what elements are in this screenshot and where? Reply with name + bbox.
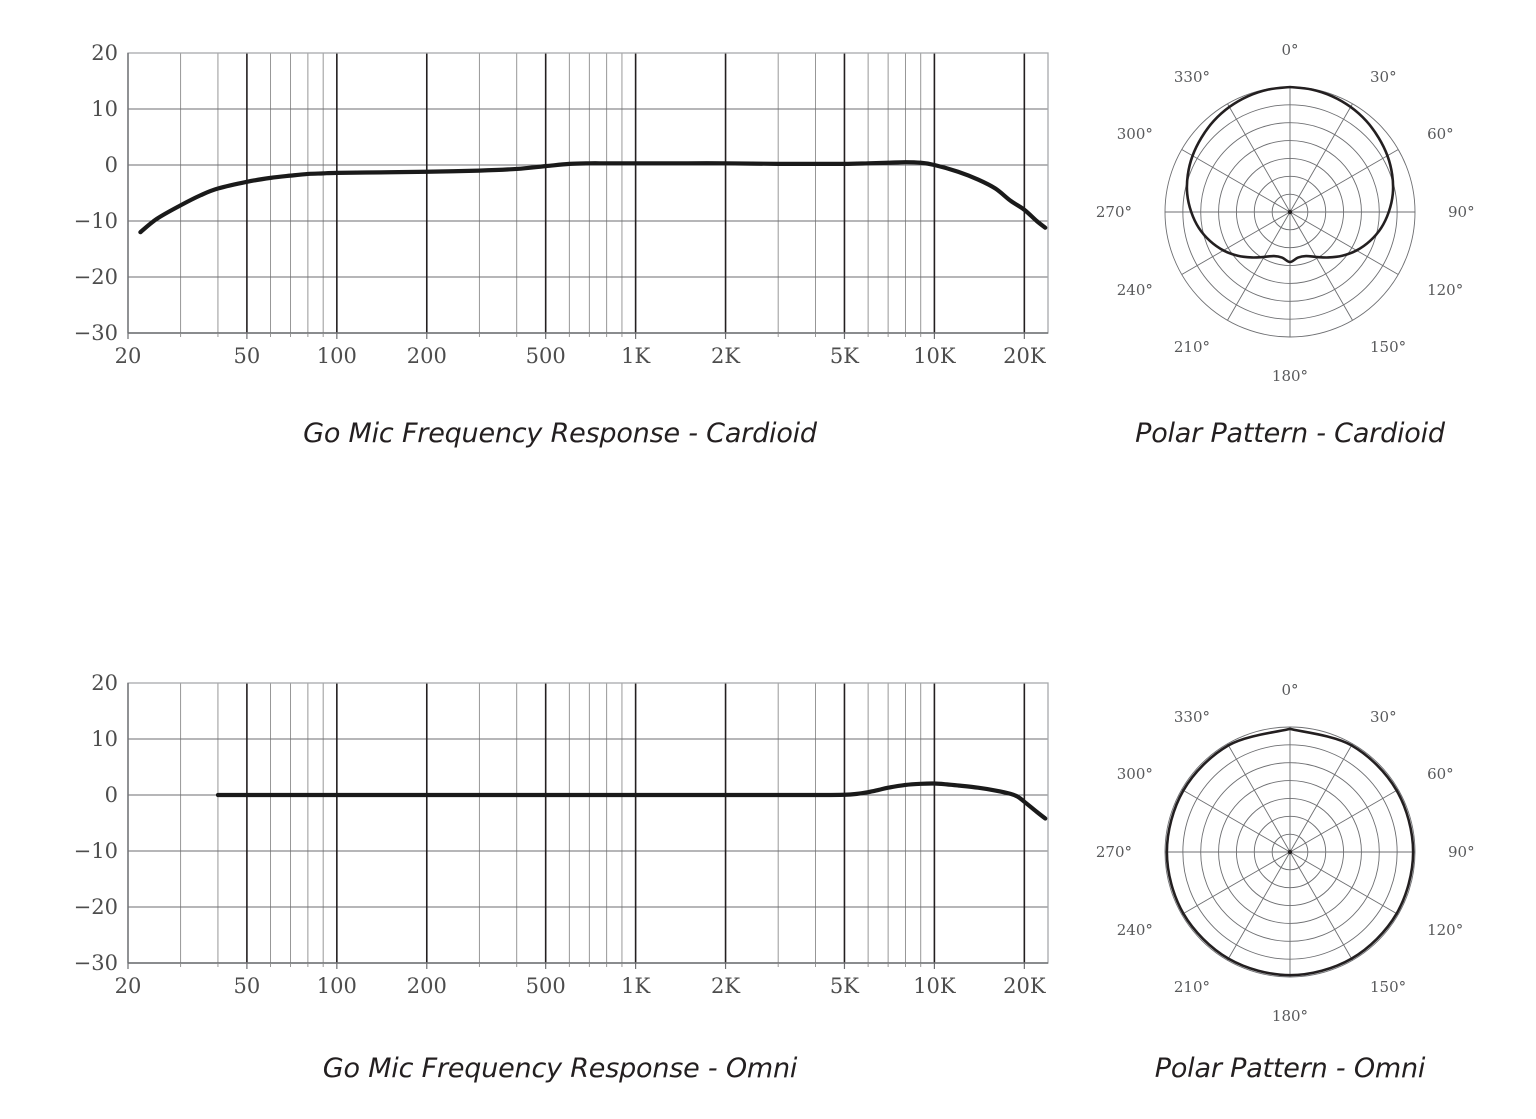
- x-axis-tick-label: 20K: [1003, 974, 1046, 998]
- polar-angle-label: 300°: [1117, 765, 1153, 783]
- polar-angle-label: 60°: [1427, 765, 1454, 783]
- y-axis-tick-label: 10: [91, 727, 118, 751]
- polar-angle-label: 120°: [1427, 281, 1463, 299]
- y-axis-tick-label: 10: [91, 97, 118, 121]
- y-axis-tick-label: −10: [74, 839, 118, 863]
- caption-frequency-response-cardioid: Go Mic Frequency Response - Cardioid: [303, 418, 817, 449]
- y-axis-tick-label: 20: [91, 41, 118, 65]
- polar-grid-spoke: [1289, 103, 1353, 213]
- polar-grid-spoke: [1289, 789, 1399, 853]
- polar-pattern-plot-cardioid: 0° 30° 60° 90° 120° 150° 180° 210° 240° 270° 300° 3…: [1096, 41, 1475, 385]
- polar-angle-label: 0°: [1281, 681, 1298, 699]
- polar-grid-spoke: [1289, 211, 1399, 275]
- polar-response-curve: [1165, 727, 1415, 977]
- polar-angle-label: 270°: [1096, 843, 1132, 861]
- x-axis-tick-label: 200: [407, 344, 447, 368]
- polar-angle-label: 210°: [1174, 338, 1210, 356]
- polar-angle-label: 120°: [1427, 921, 1463, 939]
- y-axis-tick-label: 20: [91, 671, 118, 695]
- polar-grid-spoke: [1181, 851, 1291, 915]
- polar-angle-label: 300°: [1117, 125, 1153, 143]
- plot-border: [127, 52, 1049, 334]
- x-axis-tick-label: 2K: [711, 974, 740, 998]
- x-axis-tick-label: 50: [234, 344, 261, 368]
- polar-angle-label: 330°: [1174, 708, 1210, 726]
- caption-polar-pattern-cardioid: Polar Pattern - Cardioid: [1135, 418, 1445, 449]
- polar-angle-label: 0°: [1281, 41, 1298, 59]
- polar-grid-spoke: [1181, 211, 1291, 275]
- polar-grid-spoke: [1289, 211, 1353, 321]
- x-axis-tick-label: 500: [526, 974, 566, 998]
- polar-pattern-chart-omni: 0° 30° 60° 90° 120° 150° 180° 210° 240° 270° 300° 3…: [1090, 660, 1490, 1060]
- x-axis-tick-label: 20: [115, 344, 142, 368]
- polar-grid-spoke: [1181, 789, 1291, 853]
- x-axis-tick-label: 5K: [830, 974, 859, 998]
- polar-grid-spoke: [1227, 851, 1291, 961]
- polar-angle-label: 30°: [1370, 68, 1397, 86]
- polar-angle-label: 270°: [1096, 203, 1132, 221]
- y-axis-tick-label: −30: [74, 321, 118, 345]
- polar-response-curve: [1185, 85, 1395, 264]
- x-axis-tick-label: 500: [526, 344, 566, 368]
- polar-center-point: [1287, 209, 1293, 215]
- x-axis-tick-label: 2K: [711, 344, 740, 368]
- polar-grid-spoke: [1181, 149, 1291, 213]
- polar-grid-spoke: [1289, 851, 1353, 961]
- x-axis-tick-label: 200: [407, 974, 447, 998]
- polar-angle-label: 210°: [1174, 978, 1210, 996]
- polar-pattern-plot-omni: 0° 30° 60° 90° 120° 150° 180° 210° 240° 270° 300° 3…: [1096, 681, 1475, 1025]
- polar-angle-label: 150°: [1370, 338, 1406, 356]
- polar-center-point: [1287, 849, 1293, 855]
- x-axis-tick-label: 20: [115, 974, 142, 998]
- x-axis-tick-label: 10K: [913, 344, 956, 368]
- x-axis-tick-label: 100: [317, 974, 357, 998]
- polar-angle-label: 240°: [1117, 281, 1153, 299]
- caption-frequency-response-omni: Go Mic Frequency Response - Omni: [322, 1053, 798, 1084]
- polar-angle-label: 150°: [1370, 978, 1406, 996]
- polar-angle-label: 60°: [1427, 125, 1454, 143]
- y-axis-tick-label: −30: [74, 951, 118, 975]
- x-axis-tick-label: 10K: [913, 974, 956, 998]
- plot-border: [127, 682, 1049, 964]
- polar-angle-label: 240°: [1117, 921, 1153, 939]
- polar-grid-spoke: [1227, 743, 1291, 853]
- polar-pattern-chart-cardioid: 0° 30° 60° 90° 120° 150° 180° 210° 240° 270° 300° 3…: [1090, 20, 1490, 420]
- x-axis-tick-label: 100: [317, 344, 357, 368]
- polar-angle-label: 180°: [1272, 1007, 1308, 1025]
- y-axis-tick-label: 0: [105, 153, 118, 177]
- y-axis-tick-label: 0: [105, 783, 118, 807]
- x-axis-tick-label: 1K: [621, 974, 650, 998]
- polar-angle-label: 30°: [1370, 708, 1397, 726]
- caption-polar-pattern-omni: Polar Pattern - Omni: [1154, 1053, 1426, 1084]
- polar-grid-spoke: [1227, 103, 1291, 213]
- polar-angle-label: 90°: [1448, 843, 1475, 861]
- polar-angle-label: 90°: [1448, 203, 1475, 221]
- polar-grid-spoke: [1289, 851, 1399, 915]
- y-axis-tick-label: −20: [74, 265, 118, 289]
- polar-angle-label: 180°: [1272, 367, 1308, 385]
- x-axis-tick-label: 5K: [830, 344, 859, 368]
- y-axis-tick-label: −10: [74, 209, 118, 233]
- polar-grid-spoke: [1289, 149, 1399, 213]
- x-axis-tick-label: 1K: [621, 344, 650, 368]
- y-axis-tick-label: −20: [74, 895, 118, 919]
- response-curve: [215, 781, 1048, 821]
- response-curve: [138, 160, 1048, 235]
- x-axis-tick-label: 20K: [1003, 344, 1046, 368]
- x-axis-tick-label: 50: [234, 974, 261, 998]
- polar-grid-spoke: [1289, 743, 1353, 853]
- polar-grid-spoke: [1227, 211, 1291, 321]
- polar-angle-label: 330°: [1174, 68, 1210, 86]
